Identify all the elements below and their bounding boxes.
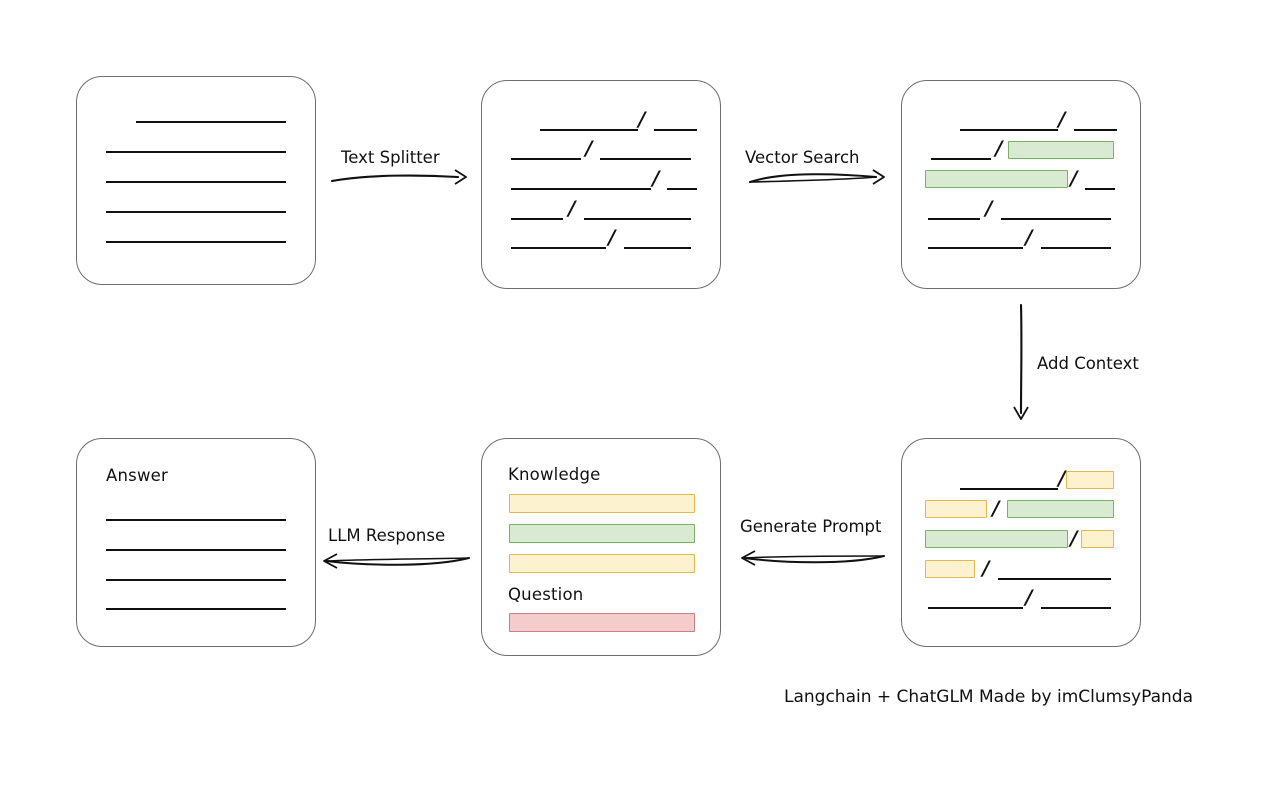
prompt-question-chip[interactable]: [509, 613, 695, 632]
prompt-knowledge-chip[interactable]: [509, 494, 695, 513]
chunk-slash: /: [992, 496, 1000, 520]
chunk-highlight-green[interactable]: [1008, 141, 1114, 159]
chunk-line: [931, 158, 991, 160]
edge-arrow-text-splitter: [330, 169, 467, 185]
context-highlight-green[interactable]: [925, 530, 1068, 548]
edge-label-vector-search: Vector Search: [745, 148, 860, 167]
doc-line: [106, 181, 286, 183]
chunk-slash: /: [995, 136, 1003, 160]
chunk-line: [511, 218, 563, 220]
chunk-line: [960, 129, 1058, 131]
chunk-line: [928, 247, 1023, 249]
chunk-line: [928, 218, 980, 220]
chunk-line: [960, 488, 1058, 490]
doc-line: [136, 121, 286, 123]
edge-arrow-llm-response: [323, 553, 470, 569]
prompt-knowledge-chip[interactable]: [509, 524, 695, 543]
doc-line: [106, 241, 286, 243]
prompt-question-label: Question: [508, 585, 584, 604]
context-highlight-yellow[interactable]: [925, 560, 975, 578]
chunk-slash: /: [985, 196, 993, 220]
prompt-knowledge-label: Knowledge: [508, 465, 601, 484]
answer-title: Answer: [106, 466, 168, 485]
context-highlight-green[interactable]: [1007, 500, 1114, 518]
chunk-line: [600, 158, 691, 160]
context-highlight-yellow[interactable]: [925, 500, 987, 518]
chunk-line: [1074, 129, 1117, 131]
chunk-line: [1085, 188, 1115, 190]
edge-label-add-context: Add Context: [1037, 354, 1139, 373]
answer-line: [106, 549, 286, 551]
answer-line: [106, 608, 286, 610]
chunk-line: [928, 607, 1023, 609]
chunk-slash: /: [1058, 466, 1066, 490]
edge-label-text-splitter: Text Splitter: [341, 148, 440, 167]
answer-line: [106, 579, 286, 581]
chunk-slash: /: [608, 225, 616, 249]
footer-credit: Langchain + ChatGLM Made by imClumsyPand…: [784, 687, 1193, 707]
chunk-line: [667, 188, 697, 190]
chunk-slash: /: [638, 107, 646, 131]
chunk-slash: /: [1025, 225, 1033, 249]
doc-line: [106, 211, 286, 213]
chunk-slash: /: [1025, 585, 1033, 609]
chunk-highlight-green[interactable]: [925, 170, 1068, 188]
chunk-slash: /: [585, 136, 593, 160]
answer-line: [106, 519, 286, 521]
chunk-slash: /: [982, 556, 990, 580]
doc-line: [106, 151, 286, 153]
chunk-line: [511, 247, 606, 249]
chunk-slash: /: [1070, 166, 1078, 190]
edge-arrow-generate-prompt: [741, 550, 885, 566]
edge-label-generate-prompt: Generate Prompt: [740, 517, 882, 536]
chunk-line: [511, 158, 581, 160]
chunk-slash: /: [568, 196, 576, 220]
chunk-line: [998, 578, 1111, 580]
context-highlight-yellow[interactable]: [1081, 530, 1114, 548]
prompt-knowledge-chip[interactable]: [509, 554, 695, 573]
chunk-slash: /: [1070, 526, 1078, 550]
edge-arrow-add-context: [1013, 303, 1029, 420]
chunk-line: [654, 129, 697, 131]
chunk-line: [540, 129, 638, 131]
node-split-chunks[interactable]: [481, 80, 721, 289]
context-highlight-yellow[interactable]: [1066, 471, 1114, 489]
node-answer[interactable]: [76, 438, 316, 647]
chunk-line: [1001, 218, 1111, 220]
chunk-slash: /: [652, 166, 660, 190]
chunk-line: [584, 218, 691, 220]
chunk-line: [1041, 607, 1111, 609]
edge-label-llm-response: LLM Response: [328, 526, 446, 545]
chunk-line: [624, 247, 691, 249]
node-source-document[interactable]: [76, 76, 316, 285]
chunk-line: [511, 188, 651, 190]
chunk-line: [1041, 247, 1111, 249]
chunk-slash: /: [1058, 107, 1066, 131]
edge-arrow-vector-search: [749, 169, 885, 185]
